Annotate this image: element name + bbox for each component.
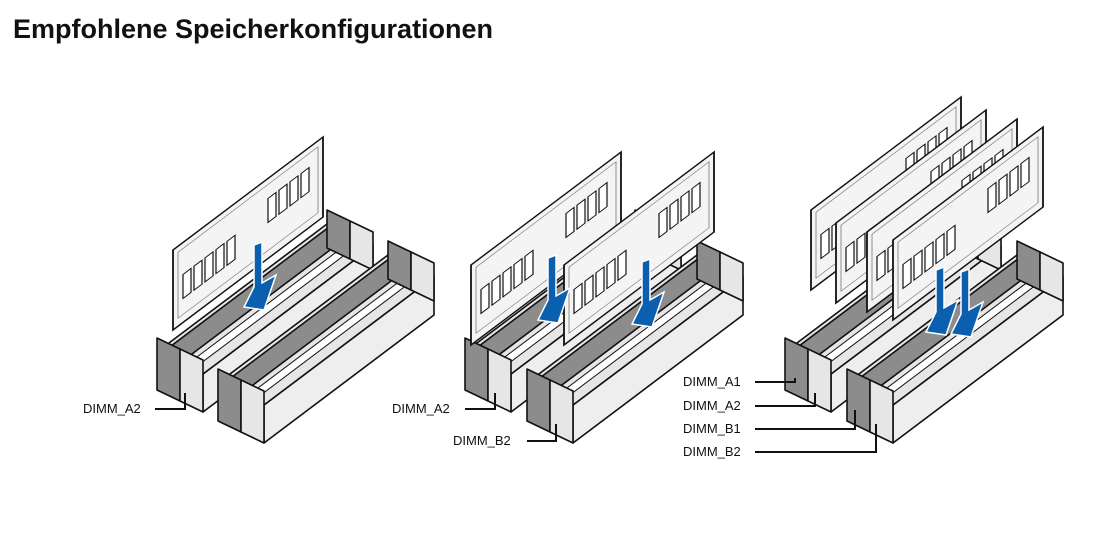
- memory-chip: [946, 224, 956, 257]
- label-dimm-b2: DIMM_B2: [453, 433, 511, 448]
- memory-chip: [565, 206, 575, 239]
- memory-chip: [513, 257, 523, 290]
- insert-arrow-icon: [242, 240, 278, 311]
- arrow-1: [242, 240, 278, 311]
- front-latch: [487, 348, 512, 413]
- config-1-labels: DIMM_A2: [83, 393, 186, 416]
- front-latch: [217, 368, 242, 433]
- front-latch: [240, 379, 265, 444]
- arrow-a: [536, 253, 572, 324]
- insert-arrow-icon: [536, 253, 572, 324]
- memory-chip: [902, 257, 912, 290]
- memory-chip: [267, 191, 277, 224]
- memory-chip: [595, 265, 605, 298]
- front-latch: [784, 337, 809, 402]
- memory-chip: [524, 249, 534, 282]
- slot-dimm-b2: [217, 240, 435, 444]
- back-latch: [410, 251, 435, 302]
- label-dimm-b2: DIMM_B2: [683, 444, 741, 459]
- label-dimm-a2: DIMM_A2: [392, 401, 450, 416]
- insert-arrow-icon: [924, 265, 960, 336]
- memory-chip: [573, 282, 583, 315]
- memory-module: [172, 135, 324, 332]
- memory-chip: [491, 274, 501, 307]
- memory-chip: [289, 174, 299, 207]
- slot-dimm-b2: [526, 240, 744, 444]
- memory-chip: [658, 206, 668, 239]
- front-latch: [179, 348, 204, 413]
- front-latch: [549, 379, 574, 444]
- memory-chip: [576, 198, 586, 231]
- memory-chip: [856, 232, 866, 265]
- memory-chip: [924, 240, 934, 273]
- back-latch: [1039, 251, 1064, 302]
- memory-chip: [480, 282, 490, 315]
- memory-chip: [193, 259, 203, 292]
- memory-chip: [1020, 156, 1030, 189]
- memory-chip: [587, 189, 597, 222]
- module-inner-border: [177, 146, 319, 319]
- memory-chip: [215, 242, 225, 275]
- memory-chip: [998, 173, 1008, 206]
- memory-chip: [278, 183, 288, 216]
- label-dimm-a2: DIMM_A2: [683, 398, 741, 413]
- module-inner-border: [475, 161, 617, 334]
- memory-chip: [1009, 164, 1019, 197]
- arrow-b: [949, 267, 985, 338]
- memory-chip: [204, 250, 214, 283]
- memory-module: [470, 150, 622, 347]
- front-latch: [869, 379, 894, 444]
- memory-chip: [617, 249, 627, 282]
- memory-chip: [876, 249, 886, 282]
- memory-chip: [598, 181, 608, 214]
- back-latch: [719, 251, 744, 302]
- module-inner-border: [568, 161, 710, 334]
- memory-chip: [669, 198, 679, 231]
- memory-chip: [680, 189, 690, 222]
- front-latch: [846, 368, 871, 433]
- memory-chip: [300, 166, 310, 199]
- module-inner-border: [897, 136, 1039, 309]
- config-3-labels: DIMM_A1 DIMM_A2 DIMM_B1 DIMM_B2: [683, 374, 877, 459]
- insert-arrow-icon: [949, 267, 985, 338]
- memory-chip: [935, 232, 945, 265]
- arrow-b: [630, 257, 666, 328]
- memory-chip: [226, 234, 236, 267]
- memory-module: [892, 125, 1044, 322]
- memory-chip: [584, 274, 594, 307]
- memory-chip: [820, 227, 830, 260]
- memory-chip: [845, 240, 855, 273]
- front-latch: [526, 368, 551, 433]
- memory-chip: [987, 181, 997, 214]
- label-dimm-a1: DIMM_A1: [683, 374, 741, 389]
- front-latch: [156, 337, 181, 402]
- memory-chip: [182, 267, 192, 300]
- memory-chip: [502, 265, 512, 298]
- page-title: Empfohlene Speicherkonfigurationen: [13, 14, 494, 44]
- memory-chip: [691, 181, 701, 214]
- config-2-labels: DIMM_A2 DIMM_B2: [392, 393, 557, 448]
- label-dimm-b1: DIMM_B1: [683, 421, 741, 436]
- arrow-a: [924, 265, 960, 336]
- label-dimm-a2: DIMM_A2: [83, 401, 141, 416]
- memory-chip: [913, 249, 923, 282]
- insert-arrow-icon: [630, 257, 666, 328]
- front-latch: [807, 348, 832, 413]
- front-latch: [464, 337, 489, 402]
- memory-chip: [606, 257, 616, 290]
